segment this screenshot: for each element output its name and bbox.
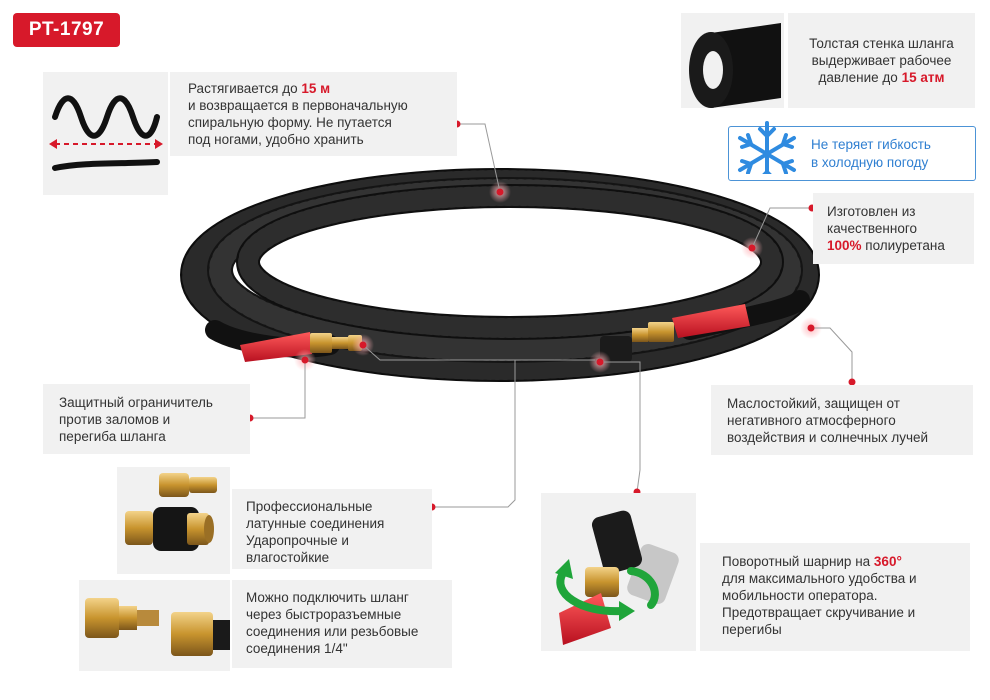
brass-card: Профессиональные латунные соединения Уда…	[232, 489, 432, 569]
swivel-line-1: Поворотный шарнир на 360°	[722, 554, 902, 569]
guard-line-2: против заломов и	[59, 412, 171, 427]
threaded-connectors-image	[85, 598, 230, 656]
wall-line-3: давление до 15 атм	[818, 70, 945, 85]
brass-fittings-thumb	[117, 467, 230, 574]
stretch-line-3: спиральную форму. Не путается	[188, 115, 392, 130]
guard-card: Защитный ограничитель против заломов и п…	[43, 384, 250, 454]
connect-card: Можно подключить шланг через быстроразъе…	[232, 580, 452, 668]
brass-fittings-image	[125, 473, 217, 551]
oil-line-2: негативного атмосферного	[727, 413, 896, 428]
wall-line-1: Толстая стенка шланга	[809, 36, 954, 51]
connect-line-3: соединения или резьбовые	[246, 624, 419, 639]
swivel-line-2: для максимального удобства и	[722, 571, 917, 586]
spring-stretch-thumb	[43, 72, 168, 195]
oil-card: Маслостойкий, защищен от негативного атм…	[711, 385, 973, 455]
brass-line-2: латунные соединения	[246, 516, 385, 531]
connectors-thumb	[79, 580, 230, 671]
stretch-line-4: под ногами, удобно хранить	[188, 132, 364, 147]
swivel-line-4: Предотвращает скручивание и	[722, 605, 916, 620]
stretch-card: Растягивается до 15 м и возвращается в п…	[170, 72, 457, 156]
oil-line-1: Маслостойкий, защищен от	[727, 396, 900, 411]
stretch-line-1: Растягивается до 15 м	[188, 81, 331, 96]
guard-line-1: Защитный ограничитель	[59, 395, 213, 410]
swivel-image	[555, 510, 679, 645]
brass-line-1: Профессиональные	[246, 499, 373, 514]
oil-line-3: воздействия и солнечных лучей	[727, 430, 929, 445]
cold-card: Не теряет гибкость в холодную погоду	[728, 121, 976, 181]
snowflake-icon	[738, 121, 796, 174]
swivel-card: Поворотный шарнир на 360° для максимальн…	[700, 543, 970, 651]
model-label: PT-1797	[28, 19, 105, 40]
swivel-line-5: перегибы	[722, 622, 782, 637]
spring-stretch-icon	[49, 95, 163, 171]
connect-line-1: Можно подключить шланг	[246, 590, 409, 605]
swivel-line-3: мобильности оператора.	[722, 588, 878, 603]
model-badge: PT-1797	[13, 13, 120, 47]
material-card: Изготовлен из качественного 100% полиуре…	[813, 193, 974, 264]
cold-line-1: Не теряет гибкость	[811, 137, 931, 152]
hose-section-thumb	[681, 13, 784, 108]
stretch-line-2: и возвращается в первоначальную	[188, 98, 408, 113]
brass-line-3: Ударопрочные и	[246, 533, 349, 548]
material-line-3: 100% полиуретана	[827, 238, 945, 253]
swivel-thumb	[541, 493, 696, 651]
left-fitting	[240, 332, 362, 362]
swivel-arrow-icon	[556, 567, 659, 616]
connect-line-4: соединения 1/4"	[246, 641, 348, 656]
material-line-1: Изготовлен из	[827, 204, 916, 219]
hose-section-icon	[689, 23, 781, 108]
wall-line-2: выдерживает рабочее	[811, 53, 952, 68]
guard-line-3: перегиба шланга	[59, 429, 166, 444]
brass-line-4: влагостойкие	[246, 550, 330, 565]
cold-line-2: в холодную погоду	[811, 155, 929, 170]
material-line-2: качественного	[827, 221, 917, 236]
connect-line-2: через быстроразъемные	[246, 607, 402, 622]
wall-card: Толстая стенка шланга выдерживает рабоче…	[788, 13, 975, 108]
